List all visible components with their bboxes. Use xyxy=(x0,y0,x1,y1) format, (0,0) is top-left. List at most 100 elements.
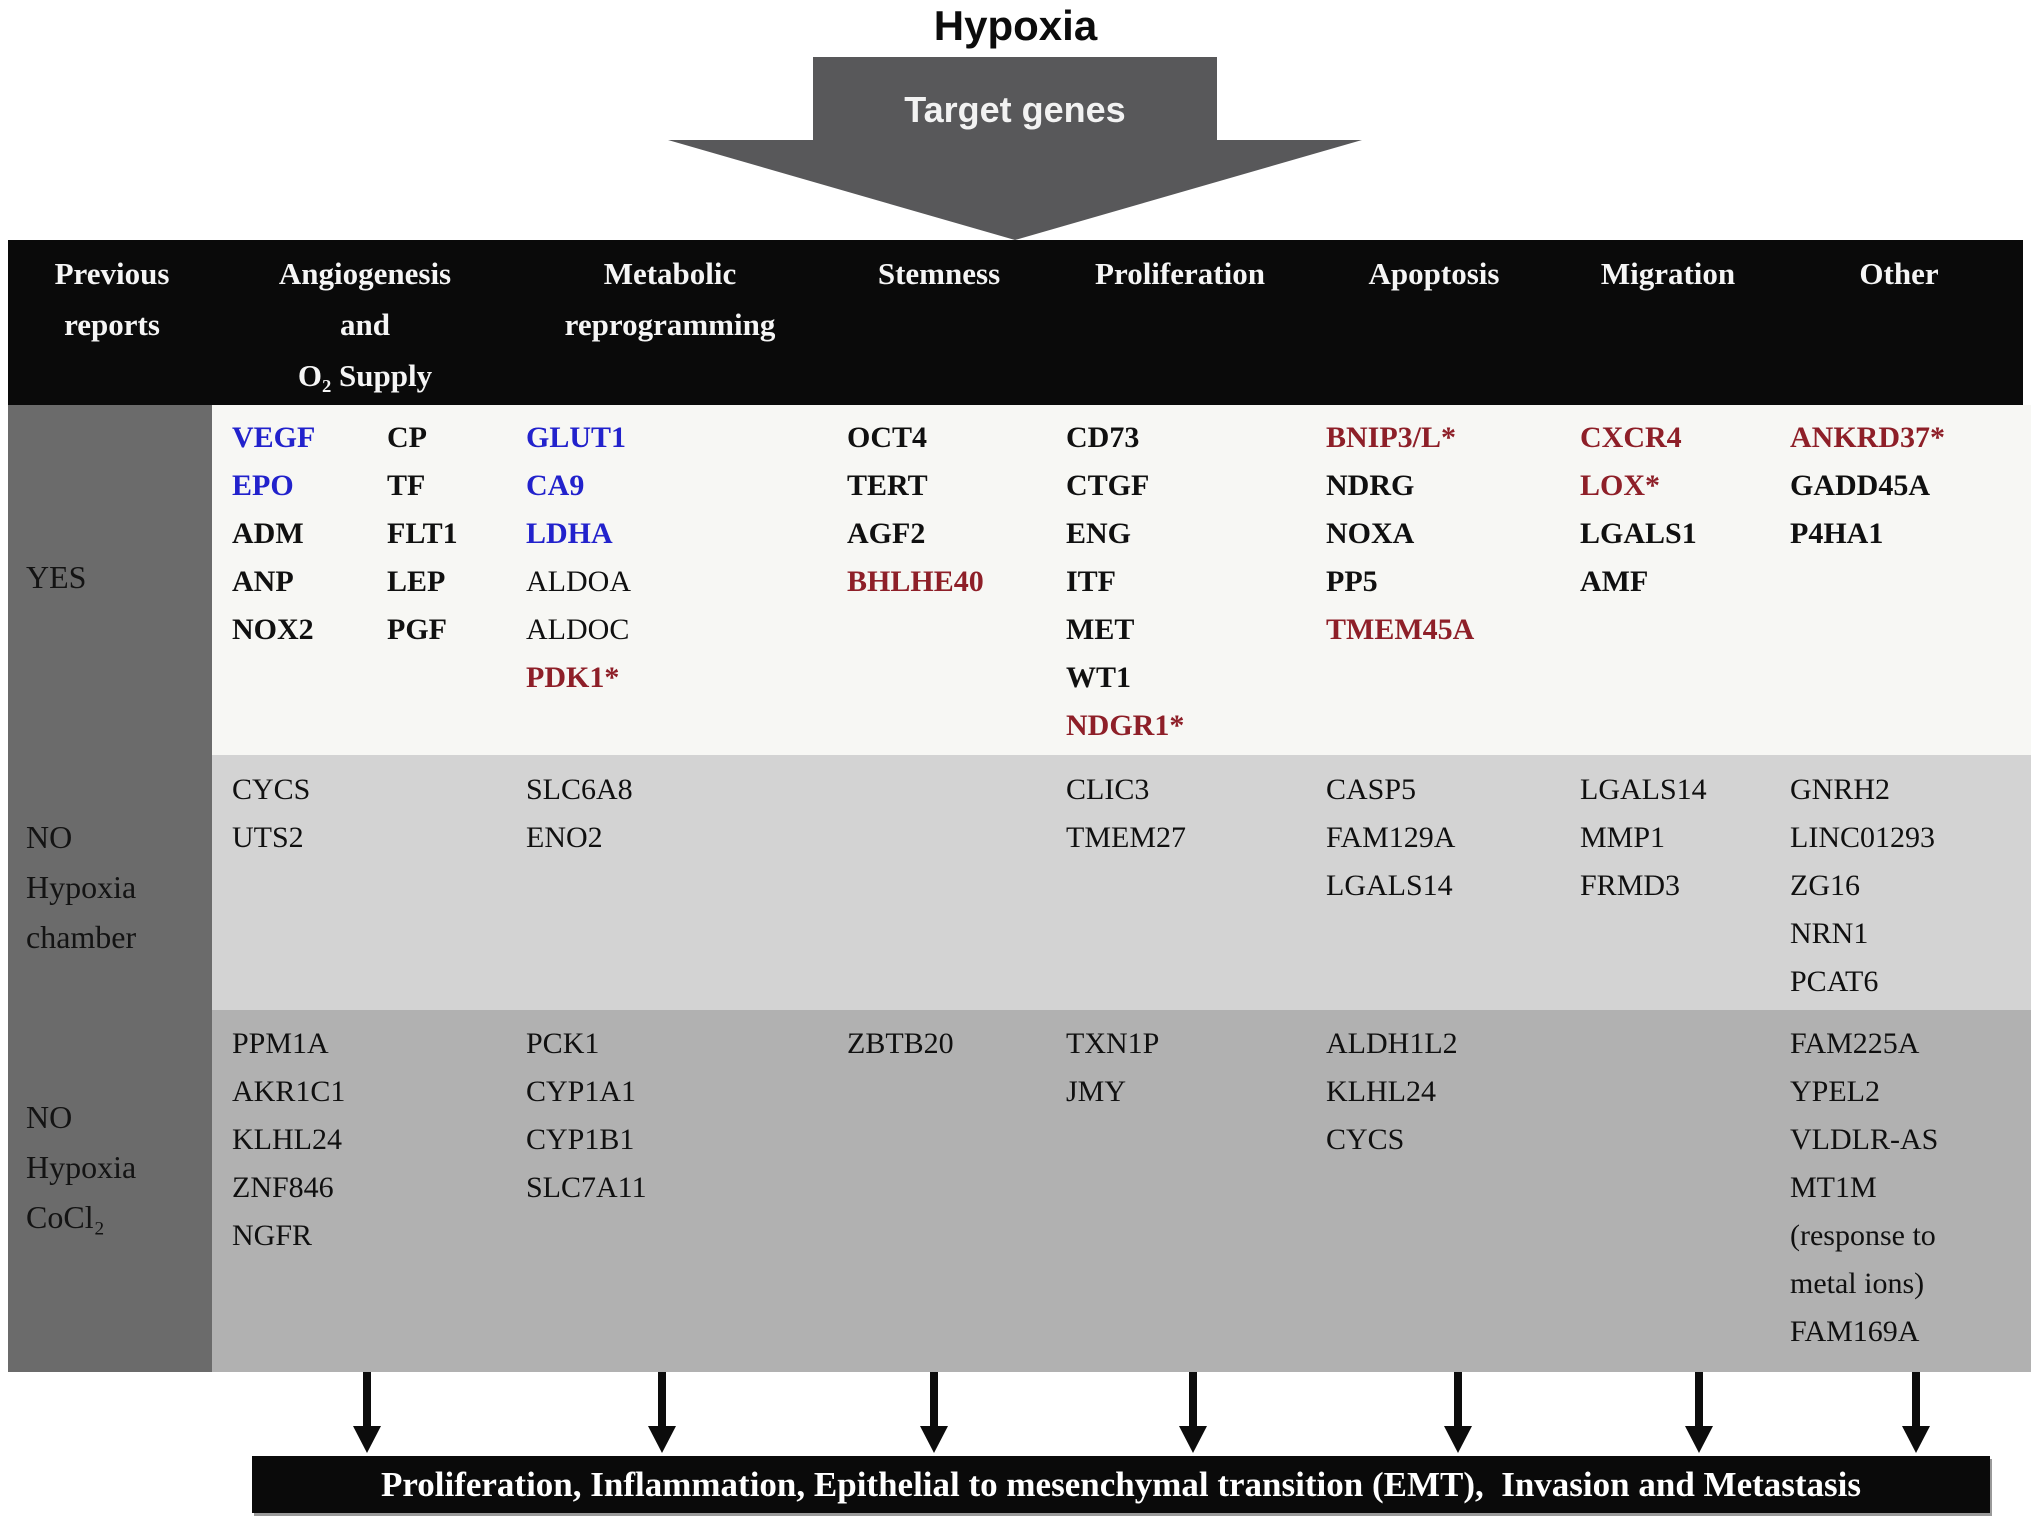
gene-label: KLHL24 xyxy=(232,1123,342,1156)
gene-label: ZG16 xyxy=(1790,869,1860,902)
gene-label: ENO2 xyxy=(526,821,603,854)
gene-label: CXCR4 xyxy=(1580,421,1682,454)
gene-label: VLDLR-AS xyxy=(1790,1123,1939,1156)
gene-label: PDK1* xyxy=(526,661,620,694)
gene-label: LGALS1 xyxy=(1580,517,1697,550)
gene-label: MT1M xyxy=(1790,1171,1877,1204)
gene-label: JMY xyxy=(1066,1075,1127,1108)
gene-label: UTS2 xyxy=(232,821,304,854)
row-no-chamber-background xyxy=(212,755,2031,1010)
gene-label: LINC01293 xyxy=(1790,821,1935,854)
gene-label: NRN1 xyxy=(1790,917,1869,950)
gene-label: LEP xyxy=(387,565,446,598)
gene-label: P4HA1 xyxy=(1790,517,1884,550)
gene-label: ALDOA xyxy=(526,565,631,598)
gene-label: OCT4 xyxy=(847,421,928,454)
column-header-other: Other xyxy=(1859,256,1939,291)
gene-label: PGF xyxy=(387,613,447,646)
gene-label: SLC6A8 xyxy=(526,773,633,806)
gene-label: TMEM27 xyxy=(1066,821,1186,854)
column-header-metabolic: Metabolic reprogramming xyxy=(564,256,776,342)
gene-label: PP5 xyxy=(1326,565,1378,598)
down-arrow-icon xyxy=(1444,1372,1472,1454)
gene-label: FRMD3 xyxy=(1580,869,1681,902)
gene-label: CYCS xyxy=(1326,1123,1405,1156)
gene-label: NOXA xyxy=(1326,517,1415,550)
down-arrow-icon xyxy=(648,1372,676,1454)
gene-label: MMP1 xyxy=(1580,821,1666,854)
gene-label: (response to xyxy=(1790,1219,1936,1252)
gene-label: LOX* xyxy=(1580,469,1661,502)
gene-label: TERT xyxy=(847,469,928,502)
target-genes-arrow-stem: Target genes xyxy=(813,57,1217,141)
gene-label: TMEM45A xyxy=(1326,613,1475,646)
down-arrow-icon xyxy=(353,1372,381,1454)
column-header-angiogenesis: Angiogenesis and O₂ Supply xyxy=(278,256,452,393)
gene-label: PCAT6 xyxy=(1790,965,1879,998)
gene-label: LGALS14 xyxy=(1580,773,1707,806)
column-header-stemness: Stemness xyxy=(877,256,1001,291)
gene-label: ALDOC xyxy=(526,613,630,646)
gene-label: CASP5 xyxy=(1326,773,1417,806)
previous-reports-column-background xyxy=(8,405,212,1372)
gene-label: NDGR1* xyxy=(1066,709,1185,742)
gene-label: AKR1C1 xyxy=(232,1075,346,1108)
row-label-no-hypoxia-chamber: NO Hypoxia chamber xyxy=(26,819,137,955)
gene-label: BNIP3/L* xyxy=(1326,421,1457,454)
gene-label: BHLHE40 xyxy=(847,565,984,598)
gene-label: metal ions) xyxy=(1790,1267,1925,1300)
gene-label: FAM225A xyxy=(1790,1027,1920,1060)
gene-label: GLUT1 xyxy=(526,421,627,454)
gene-label: ZNF846 xyxy=(232,1171,334,1204)
gene-label: SLC7A11 xyxy=(526,1171,647,1204)
target-genes-label: Target genes xyxy=(904,89,1126,130)
gene-label: NOX2 xyxy=(232,613,314,646)
gene-label: ITF xyxy=(1066,565,1117,598)
gene-label: FLT1 xyxy=(387,517,458,550)
column-header-migration: Migration xyxy=(1600,256,1736,291)
gene-label: MET xyxy=(1066,613,1135,646)
gene-label: CYCS xyxy=(232,773,311,806)
gene-label: CYP1A1 xyxy=(526,1075,637,1108)
gene-label: CA9 xyxy=(526,469,585,502)
gene-list-chamber-angiogenesis: CYCS UTS2 xyxy=(232,766,310,862)
gene-label: CP xyxy=(387,421,427,454)
gene-label: GADD45A xyxy=(1790,469,1930,502)
gene-label: GNRH2 xyxy=(1790,773,1891,806)
hypoxia-title: Hypoxia xyxy=(933,2,1098,49)
gene-label: ALDH1L2 xyxy=(1326,1027,1458,1060)
gene-label: LDHA xyxy=(526,517,613,550)
big-down-arrow-head-icon xyxy=(668,140,1362,240)
gene-label: LGALS14 xyxy=(1326,869,1453,902)
table-header-bar xyxy=(8,240,2023,405)
gene-label: ANP xyxy=(232,565,294,598)
down-arrow-icon xyxy=(1902,1372,1930,1454)
row-label-no-hypoxia-cocl2: NO Hypoxia CoCl₂ xyxy=(26,1099,137,1235)
down-arrow-icon xyxy=(920,1372,948,1454)
gene-label: AMF xyxy=(1580,565,1649,598)
gene-label: FAM129A xyxy=(1326,821,1456,854)
row-label-yes: YES xyxy=(26,559,87,595)
outcomes-banner-text: Proliferation, Inflammation, Epithelial … xyxy=(380,1464,1862,1504)
gene-label: EPO xyxy=(232,469,294,502)
gene-label: YPEL2 xyxy=(1790,1075,1880,1108)
gene-label: TXN1P xyxy=(1066,1027,1160,1060)
gene-label: FAM169A xyxy=(1790,1315,1920,1348)
column-header-apoptosis: Apoptosis xyxy=(1368,256,1500,291)
gene-label: PPM1A xyxy=(232,1027,329,1060)
